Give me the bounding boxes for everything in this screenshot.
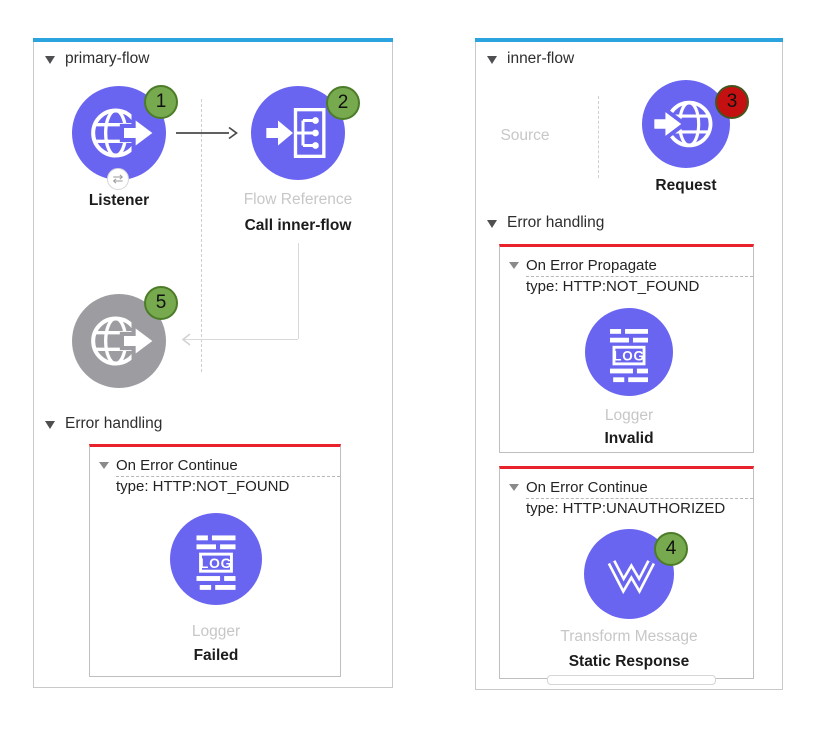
node-label-listener: Listener [88, 192, 150, 209]
error-handling-header: Error handling [45, 415, 162, 433]
flow-header-inner: inner-flow [487, 50, 574, 68]
http-listener-icon [91, 108, 159, 158]
flow-reference-icon [263, 108, 326, 158]
elbow-connector-horizontal [184, 339, 298, 340]
http-request-node[interactable] [642, 80, 730, 168]
collapse-triangle-icon[interactable] [45, 421, 55, 429]
logger-node[interactable]: LOG [585, 308, 673, 396]
logger-icon: LOG [196, 535, 236, 590]
source-divider-dashed-line [598, 96, 599, 178]
flow-panel-primary[interactable]: primary-flow 1 ⇄ Listener [33, 38, 393, 688]
collapse-triangle-icon[interactable] [45, 56, 55, 64]
step-badge-5: 5 [144, 286, 178, 320]
scope-header: On Error Continue type: HTTP:NOT_FOUND [90, 447, 340, 496]
elbow-connector-vertical [298, 243, 299, 339]
scope-collapse-triangle-icon[interactable] [509, 262, 519, 269]
node-label-failed: Failed [193, 647, 239, 664]
error-handling-header: Error handling [487, 214, 604, 232]
scope-collapse-triangle-icon[interactable] [509, 484, 519, 491]
scope-title: On Error Propagate [526, 256, 753, 277]
scope-error-type: type: HTTP:NOT_FOUND [526, 278, 700, 295]
scope-error-type: type: HTTP:NOT_FOUND [116, 478, 290, 495]
exchange-icon: ⇄ [107, 168, 129, 190]
step-badge-4: 4 [654, 532, 688, 566]
on-error-propagate-scope[interactable]: On Error Propagate type: HTTP:NOT_FOUND … [499, 244, 754, 453]
flow-selected-bar [475, 38, 783, 42]
node-type-logger: Logger [604, 407, 654, 424]
step-badge-3: 3 [715, 85, 749, 119]
scope-title: On Error Continue [526, 478, 753, 499]
flow-title[interactable]: primary-flow [65, 50, 150, 67]
scope-header: On Error Continue type: HTTP:UNAUTHORIZE… [500, 469, 753, 518]
error-handling-title: Error handling [65, 415, 163, 432]
scope-title: On Error Continue [116, 456, 340, 477]
node-label-invalid: Invalid [604, 430, 654, 447]
scope-error-type: type: HTTP:UNAUTHORIZED [526, 500, 726, 517]
node-label-static-response: Static Response [568, 653, 690, 670]
message-flow-arrow [176, 126, 238, 140]
error-handling-title: Error handling [507, 214, 605, 231]
svg-text:LOG: LOG [613, 349, 645, 364]
scope-collapse-triangle-icon[interactable] [99, 462, 109, 469]
svg-text:LOG: LOG [200, 555, 232, 571]
logger-node[interactable]: LOG [170, 513, 262, 605]
step-badge-1: 1 [144, 85, 178, 119]
http-request-icon [650, 100, 713, 148]
flow-title[interactable]: inner-flow [507, 50, 575, 67]
transform-message-icon [607, 560, 656, 595]
flow-header-primary: primary-flow [45, 50, 149, 68]
flow-panel-inner[interactable]: inner-flow Source 3 Request Error handli… [475, 38, 783, 690]
node-label-request: Request [655, 177, 717, 194]
node-type-logger: Logger [191, 623, 241, 640]
scope-header: On Error Propagate type: HTTP:NOT_FOUND [500, 247, 753, 296]
source-placeholder-label: Source [500, 127, 550, 144]
node-label-call-inner-flow: Call inner-flow [244, 217, 352, 234]
node-type-flow-reference: Flow Reference [243, 191, 353, 208]
drop-guide-dashed-line [201, 99, 202, 372]
on-error-continue-scope[interactable]: On Error Continue type: HTTP:UNAUTHORIZE… [499, 466, 754, 685]
collapse-triangle-icon[interactable] [487, 56, 497, 64]
collapse-triangle-icon[interactable] [487, 220, 497, 228]
elbow-arrowhead-icon [181, 333, 191, 346]
scope-drop-tab [547, 675, 716, 685]
on-error-continue-scope[interactable]: On Error Continue type: HTTP:NOT_FOUND L… [89, 444, 341, 677]
logger-icon: LOG [610, 329, 648, 383]
step-badge-2: 2 [326, 86, 360, 120]
http-outbound-endpoint-node[interactable] [72, 294, 166, 388]
node-type-transform-message: Transform Message [560, 628, 698, 645]
http-endpoint-icon [91, 316, 159, 366]
flow-selected-bar [33, 38, 393, 42]
